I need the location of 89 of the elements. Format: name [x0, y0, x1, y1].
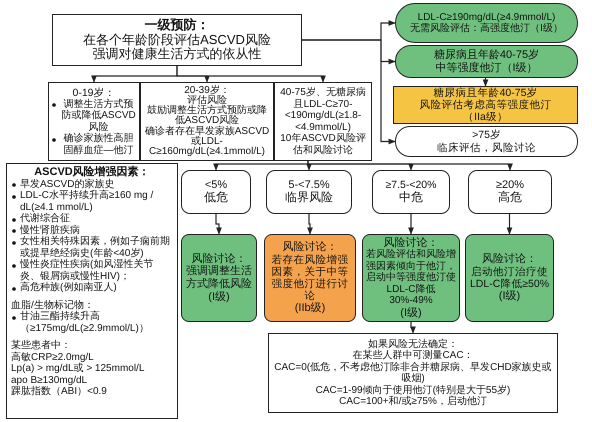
- box-text: (I级): [208, 290, 230, 304]
- recommendation-box: [465, 234, 554, 322]
- box-heading: >75岁: [472, 129, 501, 142]
- risk-category-box: [266, 170, 352, 214]
- box-heading: 0-19岁：: [72, 86, 116, 99]
- arrow: [410, 322, 416, 334]
- box-text: 女性相关特殊因素，例如子痫前期或提早绝经病史(年龄<40岁): [20, 236, 171, 259]
- arrow: [408, 214, 414, 235]
- box-heading: 风险讨论：: [384, 236, 438, 249]
- box-text: 中危: [399, 191, 423, 205]
- box-heading: ASCVD风险增强因素：: [33, 166, 151, 178]
- arrow: [213, 161, 309, 171]
- box-text: 高敏CRP≥2.0mg/L: [11, 352, 95, 363]
- box-text: 临界风险: [285, 191, 333, 206]
- box-text: CAC=100+和/或≥75%，启动他汀: [339, 396, 487, 408]
- box-text: 若存在风险增强因素，关于中等强度他汀进行讨论: [270, 254, 350, 302]
- arrow: [482, 78, 488, 87]
- arrow: [307, 214, 313, 235]
- box-text: 慢性肾脏疾病: [20, 224, 81, 236]
- arrow: [307, 161, 513, 171]
- box-text: (IIb级): [294, 302, 326, 315]
- box-heading: 40-75岁、无糖尿病且LDL-C≥70-<190mg/dL(≥1.8-<4.9mmol/L): [279, 87, 367, 132]
- box-heading: 风险讨论：: [482, 253, 537, 266]
- box-heading: 糖尿病且年龄40-75岁: [434, 48, 540, 62]
- box-text: CAC=0(低危，不考虑他汀除非合并糖尿病、早发CHD家族史或吸烟): [273, 362, 553, 384]
- box-text: (I级): [498, 290, 520, 303]
- arrow: [176, 66, 326, 83]
- box-text: 中等强度他汀（I级）: [435, 62, 538, 74]
- recommendation-pill: [395, 45, 578, 78]
- box-text: 强调对健康生活方式的依从性: [92, 47, 262, 62]
- box-text: 确诊者存在早发家族ASCVD或LDL-C≥160mg/dL(≥4.1mmol/L): [144, 126, 270, 158]
- box-text: 踝肱指数（ABI）<0.9: [11, 386, 108, 398]
- box-text: 无需风险评估：高强度他汀（I级）: [410, 23, 563, 34]
- box-heading: 20-39岁：: [184, 86, 230, 96]
- box-text: 临床评估，风险讨论: [437, 142, 536, 154]
- recommendation-box: [181, 234, 257, 322]
- box-text: 血脂/生物标记物：: [11, 300, 94, 311]
- box-heading: 如果风险无法确定：: [368, 338, 458, 350]
- box-heading: 糖尿病且年龄40-75岁: [434, 86, 538, 99]
- box-text: apo B≥130mg/dL: [11, 374, 88, 386]
- process-box: [52, 14, 302, 66]
- box-heading: <5%: [204, 178, 228, 191]
- box-text: 慢性炎症性疾病(如风湿性关节炎、银屑病或慢性HIV)；: [20, 259, 154, 282]
- box-text: 在某些人群中可测量CAC：: [352, 350, 474, 362]
- box-heading: ≥20%: [496, 178, 524, 191]
- recommendation-box: [393, 86, 578, 124]
- process-box: [274, 82, 372, 161]
- box-text: 低危: [204, 191, 228, 206]
- box-text: 某些患者中：: [11, 340, 72, 352]
- recommendation-box: [362, 234, 460, 322]
- box-heading: 5-<7.5%: [288, 178, 330, 191]
- box-heading: ≥7.5-<20%: [385, 179, 436, 192]
- arrow: [306, 161, 312, 171]
- process-box: [48, 82, 140, 161]
- arrow: [215, 214, 222, 235]
- box-heading: 风险讨论：: [282, 241, 338, 254]
- note-box: [268, 333, 558, 413]
- arrow: [506, 214, 512, 235]
- box-text: 代谢综合征: [20, 213, 71, 224]
- box-heading: LDL-C≥190mg/dL(≥4.9mmol/L): [418, 12, 556, 22]
- process-box: [140, 82, 274, 161]
- box-text: 10年ASCVD风险评估和风险讨论: [279, 133, 367, 156]
- box-text: Lp(a) > mg/dL或 > 125mmol/L: [11, 363, 146, 375]
- box-text: 启动他汀治疗使LDL-C降低≥50%: [468, 266, 550, 290]
- box-text: 调整生活方式预防或降低ASCVD风险: [60, 98, 137, 133]
- box-text: （IIa级）: [463, 111, 508, 124]
- risk-category-box: [181, 170, 251, 214]
- recommendation-box: [264, 234, 356, 322]
- box-text: 在各个年龄阶段评估ASCVD风险: [83, 32, 271, 47]
- recommendation-pill: [395, 3, 578, 43]
- box-text: CAC=1-99倾向于使用他汀(特别是大于55岁): [316, 384, 510, 396]
- box-heading: 一级预防：: [144, 18, 210, 33]
- box-text: 早发ASCVD的家族史: [20, 178, 116, 190]
- risk-category-box: [468, 170, 552, 214]
- box-text: 高危: [498, 191, 522, 206]
- box-text: 甘油三酯持续升高（≥175mg/dL(≥2.9mmol/L)）: [20, 311, 150, 334]
- box-text: 强调调整生活方式降低风险: [185, 265, 253, 291]
- box-text: LDL-C水平持续升高≥160 mg / dL(≥4.1 mmol/L): [20, 190, 154, 213]
- risk-factor-box: [6, 163, 178, 419]
- box-text: 鼓励调整生活方式预防或降低ASCVD风险: [147, 106, 268, 126]
- recommendation-pill: [395, 126, 578, 157]
- box-text: 若风险评估和风险增强因素倾向于他汀，启动中等强度他汀使LDL-C降低30%-49%: [365, 249, 457, 307]
- box-text: 风险评估考虑高等强度他汀: [420, 98, 552, 112]
- box-text: 确诊家族性高胆固醇血症—他汀: [62, 133, 134, 156]
- box-text: (I级): [400, 306, 422, 320]
- risk-category-box: [372, 170, 450, 214]
- box-heading: 风险讨论：: [192, 252, 246, 265]
- box-text: 高危种族(例如南亚人): [20, 282, 118, 294]
- arrow: [302, 39, 396, 144]
